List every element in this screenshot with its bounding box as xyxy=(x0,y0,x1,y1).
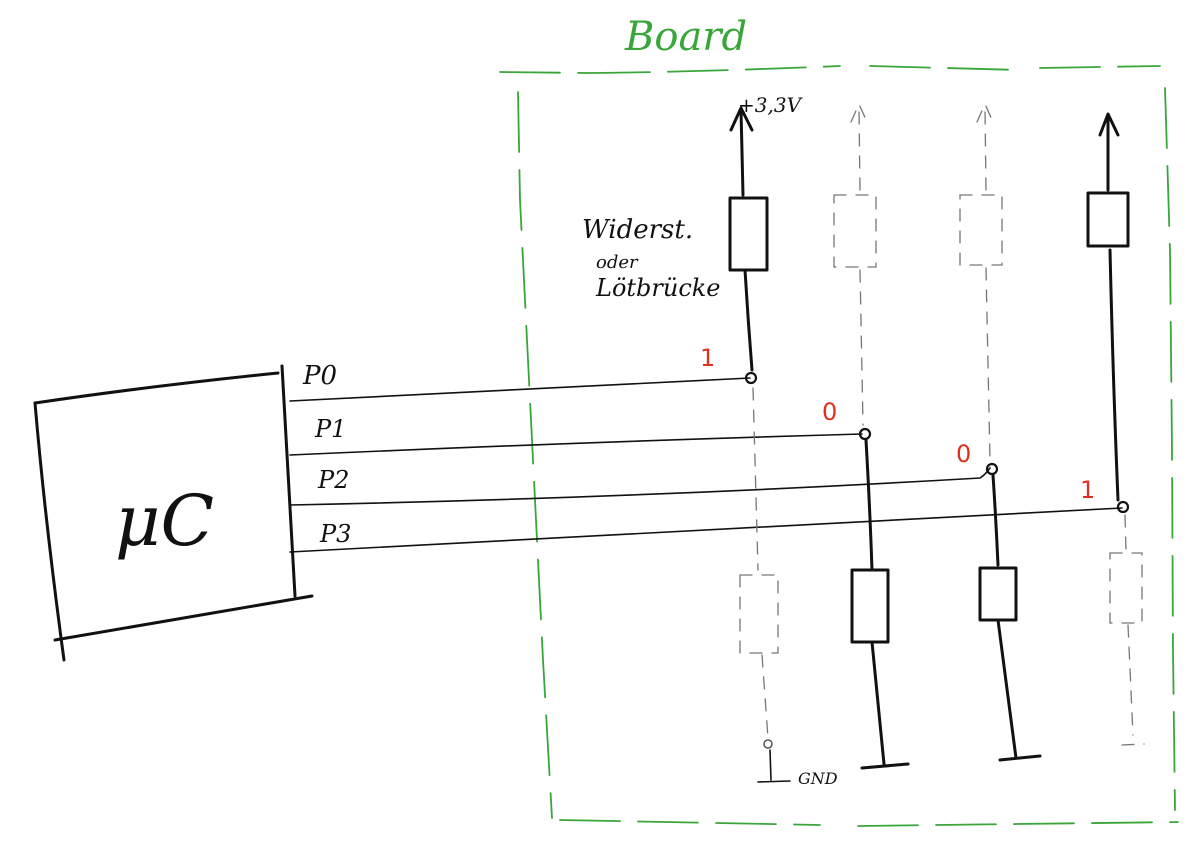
ground-label: GND xyxy=(798,769,838,788)
annotation-line-3: Lötbrücke xyxy=(595,274,721,302)
resistor-optional-pullup-p2 xyxy=(959,194,1003,266)
port-label-p2: P2 xyxy=(317,466,349,494)
port-state-p2: 0 xyxy=(956,440,971,468)
supply-arrow-icon xyxy=(729,106,754,197)
port-label-p3: P3 xyxy=(319,520,351,548)
resistor-optional-pulldown-p0 xyxy=(739,574,779,654)
wire-p3 xyxy=(289,507,1123,553)
port-state-p1: 0 xyxy=(822,398,837,426)
annotation-line-2: oder xyxy=(596,252,639,273)
resistor-annotation: Widerst. oder Lötbrücke xyxy=(582,215,721,302)
supply-arrow-icon xyxy=(850,102,868,191)
resistor-pullup-p0 xyxy=(728,196,769,272)
supply-label: +3,3V xyxy=(738,93,804,117)
column-p3 xyxy=(1086,112,1145,746)
mcu-label: μC xyxy=(115,480,214,562)
wire-p0 xyxy=(289,377,751,402)
port-label-p0: P0 xyxy=(302,361,337,391)
port-label-p1: P1 xyxy=(314,415,346,443)
junction-p0 xyxy=(744,371,758,385)
resistor-pulldown-p1 xyxy=(850,568,890,644)
supply-arrow-icon xyxy=(1098,112,1120,192)
wire-p2 xyxy=(289,467,991,506)
resistor-pulldown-p2 xyxy=(978,566,1018,622)
board-title: Board xyxy=(624,14,747,60)
column-p0: +3,3V GND xyxy=(728,93,838,788)
wire-p1 xyxy=(289,433,863,456)
board-outline xyxy=(499,65,1179,827)
port-state-p0: 1 xyxy=(700,344,715,372)
port-state-p3: 1 xyxy=(1080,476,1095,504)
ground-terminal-p0 xyxy=(763,739,773,749)
column-p2 xyxy=(959,102,1042,762)
resistor-pullup-p3 xyxy=(1086,191,1130,248)
microcontroller-block: μC xyxy=(33,364,314,662)
resistor-optional-pullup-p1 xyxy=(833,194,877,268)
resistor-optional-pulldown-p3 xyxy=(1109,552,1143,624)
annotation-line-1: Widerst. xyxy=(582,215,693,245)
column-p1 xyxy=(833,102,910,770)
supply-arrow-icon xyxy=(976,102,994,191)
junction-p3 xyxy=(1116,500,1130,514)
